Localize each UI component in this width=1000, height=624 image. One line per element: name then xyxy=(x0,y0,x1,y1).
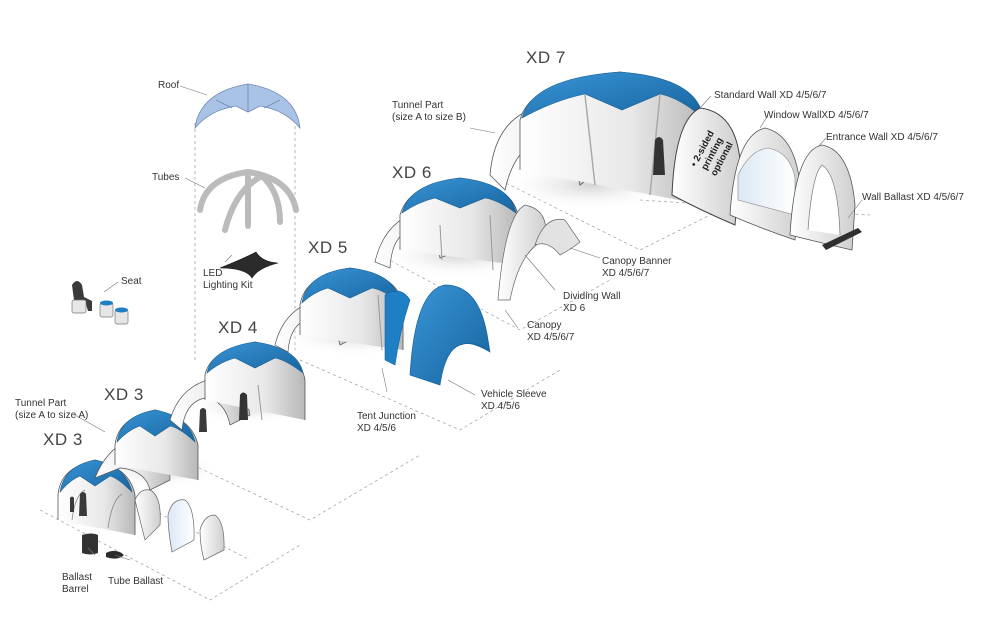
label-tubes: Tubes xyxy=(152,172,180,183)
label-tube-ballast: Tube Ballast xyxy=(108,576,164,587)
label-vehicle-sleeve-line1: Vehicle Sleeve xyxy=(481,389,547,400)
wall-ballast xyxy=(822,228,862,250)
size-label-xd5: XD 5 xyxy=(308,238,348,257)
label-dividing-wall: Dividing Wall XD 6 xyxy=(563,291,620,315)
label-ballast-barrel-line1: Ballast xyxy=(62,572,93,583)
label-tunnel-large: Tunnel Part (size A to size B) xyxy=(392,100,466,124)
label-vehicle-sleeve: Vehicle Sleeve XD 4/5/6 xyxy=(481,389,547,413)
label-seat: Seat xyxy=(121,276,142,287)
label-tunnel-large-line1: Tunnel Part xyxy=(392,100,444,111)
label-canopy-banner-line2: XD 4/5/6/7 xyxy=(602,268,650,279)
size-label-xd4: XD 4 xyxy=(218,318,258,337)
window-wall xyxy=(729,127,801,241)
label-standard-wall: Standard Wall XD 4/5/6/7 xyxy=(714,90,827,101)
tent-xd5 xyxy=(274,267,411,366)
label-led-line1: LED xyxy=(203,268,223,279)
label-ballast-barrel-line2: Barrel xyxy=(62,584,89,595)
label-tunnel-small-line2: (size A to size A) xyxy=(15,410,89,421)
roof-part xyxy=(194,83,301,130)
label-canopy-line1: Canopy xyxy=(527,320,562,331)
size-label-xd3-front: XD 3 xyxy=(43,430,83,449)
label-canopy-banner: Canopy Banner XD 4/5/6/7 xyxy=(602,256,672,280)
label-window-wall: Window WallXD 4/5/6/7 xyxy=(764,110,869,121)
label-tent-junction-line1: Tent Junction xyxy=(357,411,416,422)
label-canopy-line2: XD 4/5/6/7 xyxy=(527,332,575,343)
label-roof: Roof xyxy=(158,80,180,91)
label-canopy: Canopy XD 4/5/6/7 xyxy=(527,320,574,344)
tubes-part xyxy=(197,168,299,233)
led-lighting-part xyxy=(219,251,279,279)
label-tent-junction-line2: XD 4/5/6 xyxy=(357,423,396,434)
label-dividing-wall-line1: Dividing Wall xyxy=(563,291,621,302)
size-label-xd6: XD 6 xyxy=(392,163,432,182)
entrance-wall xyxy=(789,144,856,251)
label-ballast-barrel: Ballast Barrel xyxy=(62,572,92,596)
tent-xd6 xyxy=(374,177,581,301)
label-vehicle-sleeve-line2: XD 4/5/6 xyxy=(481,401,520,412)
label-canopy-banner-line1: Canopy Banner xyxy=(602,256,672,267)
tent-xd3-back xyxy=(114,408,207,480)
tent-xd4 xyxy=(169,341,306,431)
label-led-lighting-kit: LED Lighting Kit xyxy=(203,268,252,292)
size-label-xd7: XD 7 xyxy=(526,48,566,67)
standard-wall xyxy=(671,107,741,226)
leader-lines xyxy=(74,85,863,561)
floor-shadows xyxy=(45,159,680,533)
label-led-line2: Lighting Kit xyxy=(203,280,253,291)
label-entrance-wall: Entrance Wall XD 4/5/6/7 xyxy=(826,132,938,143)
label-wall-ballast: Wall Ballast XD 4/5/6/7 xyxy=(862,192,964,203)
label-tunnel-large-line2: (size A to size B) xyxy=(392,112,466,123)
label-tunnel-small: Tunnel Part (size A to size A) xyxy=(15,398,88,422)
tent-xd7 xyxy=(489,71,706,205)
vehicle-sleeve xyxy=(409,284,491,386)
seat-group xyxy=(71,281,129,325)
label-tent-junction: Tent Junction XD 4/5/6 xyxy=(357,411,416,435)
label-dividing-wall-line2: XD 6 xyxy=(563,303,586,314)
size-label-xd3-back: XD 3 xyxy=(104,385,144,404)
label-tunnel-small-line1: Tunnel Part xyxy=(15,398,67,409)
